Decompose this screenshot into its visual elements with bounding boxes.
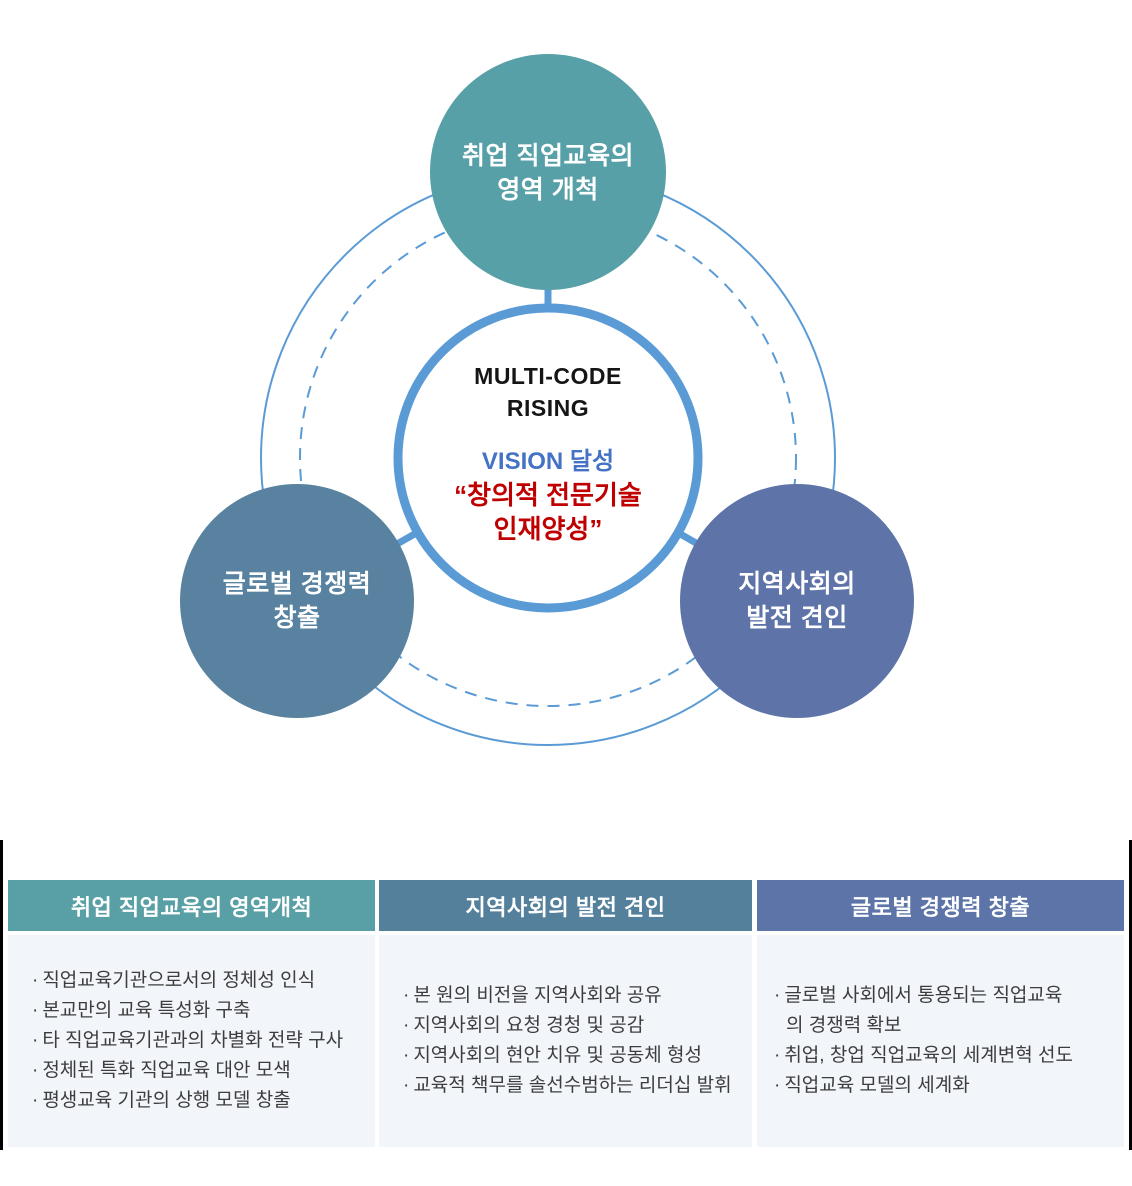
- hub-quote-line2: 인재양성”: [493, 514, 603, 544]
- list-item: ·평생교육 기관의 상행 모델 창출: [32, 1090, 291, 1111]
- list-item: ·교육적 책무를 솔선수범하는 리더십 발휘: [403, 1075, 732, 1096]
- column-header: 지역사회의 발전 견인: [379, 880, 752, 931]
- column-body: ·본 원의 비전을 지역사회와 공유 ·지역사회의 요청 경청 및 공감 ·지역사회…: [379, 935, 752, 1147]
- node-label-top: 취업 직업교육의 영역 개척: [398, 139, 698, 207]
- node-label-right-line2: 발전 견인: [746, 604, 848, 632]
- hub-title-line2: RISING: [506, 395, 590, 421]
- hub-ring-circle: [393, 303, 703, 613]
- node-circle-right: [680, 484, 914, 718]
- hub-vision-label: VISION 달성: [481, 448, 615, 475]
- node-label-left-line2: 창출: [273, 604, 321, 632]
- node-circle-left: [180, 484, 414, 718]
- table-column-employment: 취업 직업교육의 영역개척 ·직업교육기관으로서의 정체성 인식 ·본교만의 교육…: [8, 880, 375, 1147]
- list-item-continuation: 의 경쟁력 확보: [786, 1015, 902, 1036]
- bullet-dot: ·: [403, 985, 410, 1006]
- vision-diagram: [180, 54, 914, 746]
- table-left-border: [0, 840, 3, 1150]
- node-label-top-line1: 취업 직업교육의: [462, 142, 634, 170]
- hub-title-line1: MULTI-CODE: [474, 363, 622, 389]
- list-item: ·취업, 창업 직업교육의 세계변혁 선도: [774, 1045, 1073, 1066]
- column-header: 취업 직업교육의 영역개척: [8, 880, 375, 931]
- node-label-right-line1: 지역사회의: [738, 570, 856, 598]
- column-header: 글로벌 경쟁력 창출: [757, 880, 1124, 931]
- node-label-left: 글로벌 경쟁력 창출: [147, 567, 447, 635]
- orbit-dashed-circle: [299, 209, 797, 707]
- list-item: ·지역사회의 현안 치유 및 공동체 형성: [403, 1045, 702, 1066]
- hub-quote-line1: “창의적 전문기술: [454, 480, 642, 510]
- bullet-dot: ·: [32, 1060, 39, 1081]
- bullet-dot: ·: [403, 1015, 410, 1036]
- bullet-dot: ·: [32, 1090, 39, 1111]
- column-body: ·직업교육기관으로서의 정체성 인식 ·본교만의 교육 특성화 구축 ·타 직업교육…: [8, 935, 375, 1147]
- list-item: ·본교만의 교육 특성화 구축: [32, 1000, 251, 1021]
- list-item: ·지역사회의 요청 경청 및 공감: [403, 1015, 645, 1036]
- bullet-dot: ·: [32, 1030, 39, 1051]
- bullet-dot: ·: [403, 1045, 410, 1066]
- table-column-community: 지역사회의 발전 견인 ·본 원의 비전을 지역사회와 공유 ·지역사회의 요청 …: [379, 880, 752, 1147]
- list-item: ·정체된 특화 직업교육 대안 모색: [32, 1060, 291, 1081]
- node-label-top-line2: 영역 개척: [497, 176, 599, 204]
- bullet-dot: ·: [32, 970, 39, 991]
- bullet-dot: ·: [32, 1000, 39, 1021]
- node-circle-top: [430, 54, 666, 290]
- node-label-left-line1: 글로벌 경쟁력: [222, 570, 372, 598]
- list-item: ·직업교육 모델의 세계화: [774, 1075, 970, 1096]
- list-item: ·타 직업교육기관과의 차별화 전략 구사: [32, 1030, 344, 1051]
- hub-text-block: MULTI-CODE RISING VISION 달성 “창의적 전문기술 인재…: [388, 360, 708, 546]
- bullet-dot: ·: [774, 1045, 781, 1066]
- table-right-border: [1129, 840, 1132, 1150]
- list-item: ·글로벌 사회에서 통용되는 직업교육: [774, 985, 1063, 1006]
- node-label-right: 지역사회의 발전 견인: [647, 567, 947, 635]
- bullet-dot: ·: [774, 985, 781, 1006]
- bullet-dot: ·: [774, 1075, 781, 1096]
- list-item: ·직업교육기관으로서의 정체성 인식: [32, 970, 316, 991]
- bullet-dot: ·: [403, 1075, 410, 1096]
- list-item: ·본 원의 비전을 지역사회와 공유: [403, 985, 662, 1006]
